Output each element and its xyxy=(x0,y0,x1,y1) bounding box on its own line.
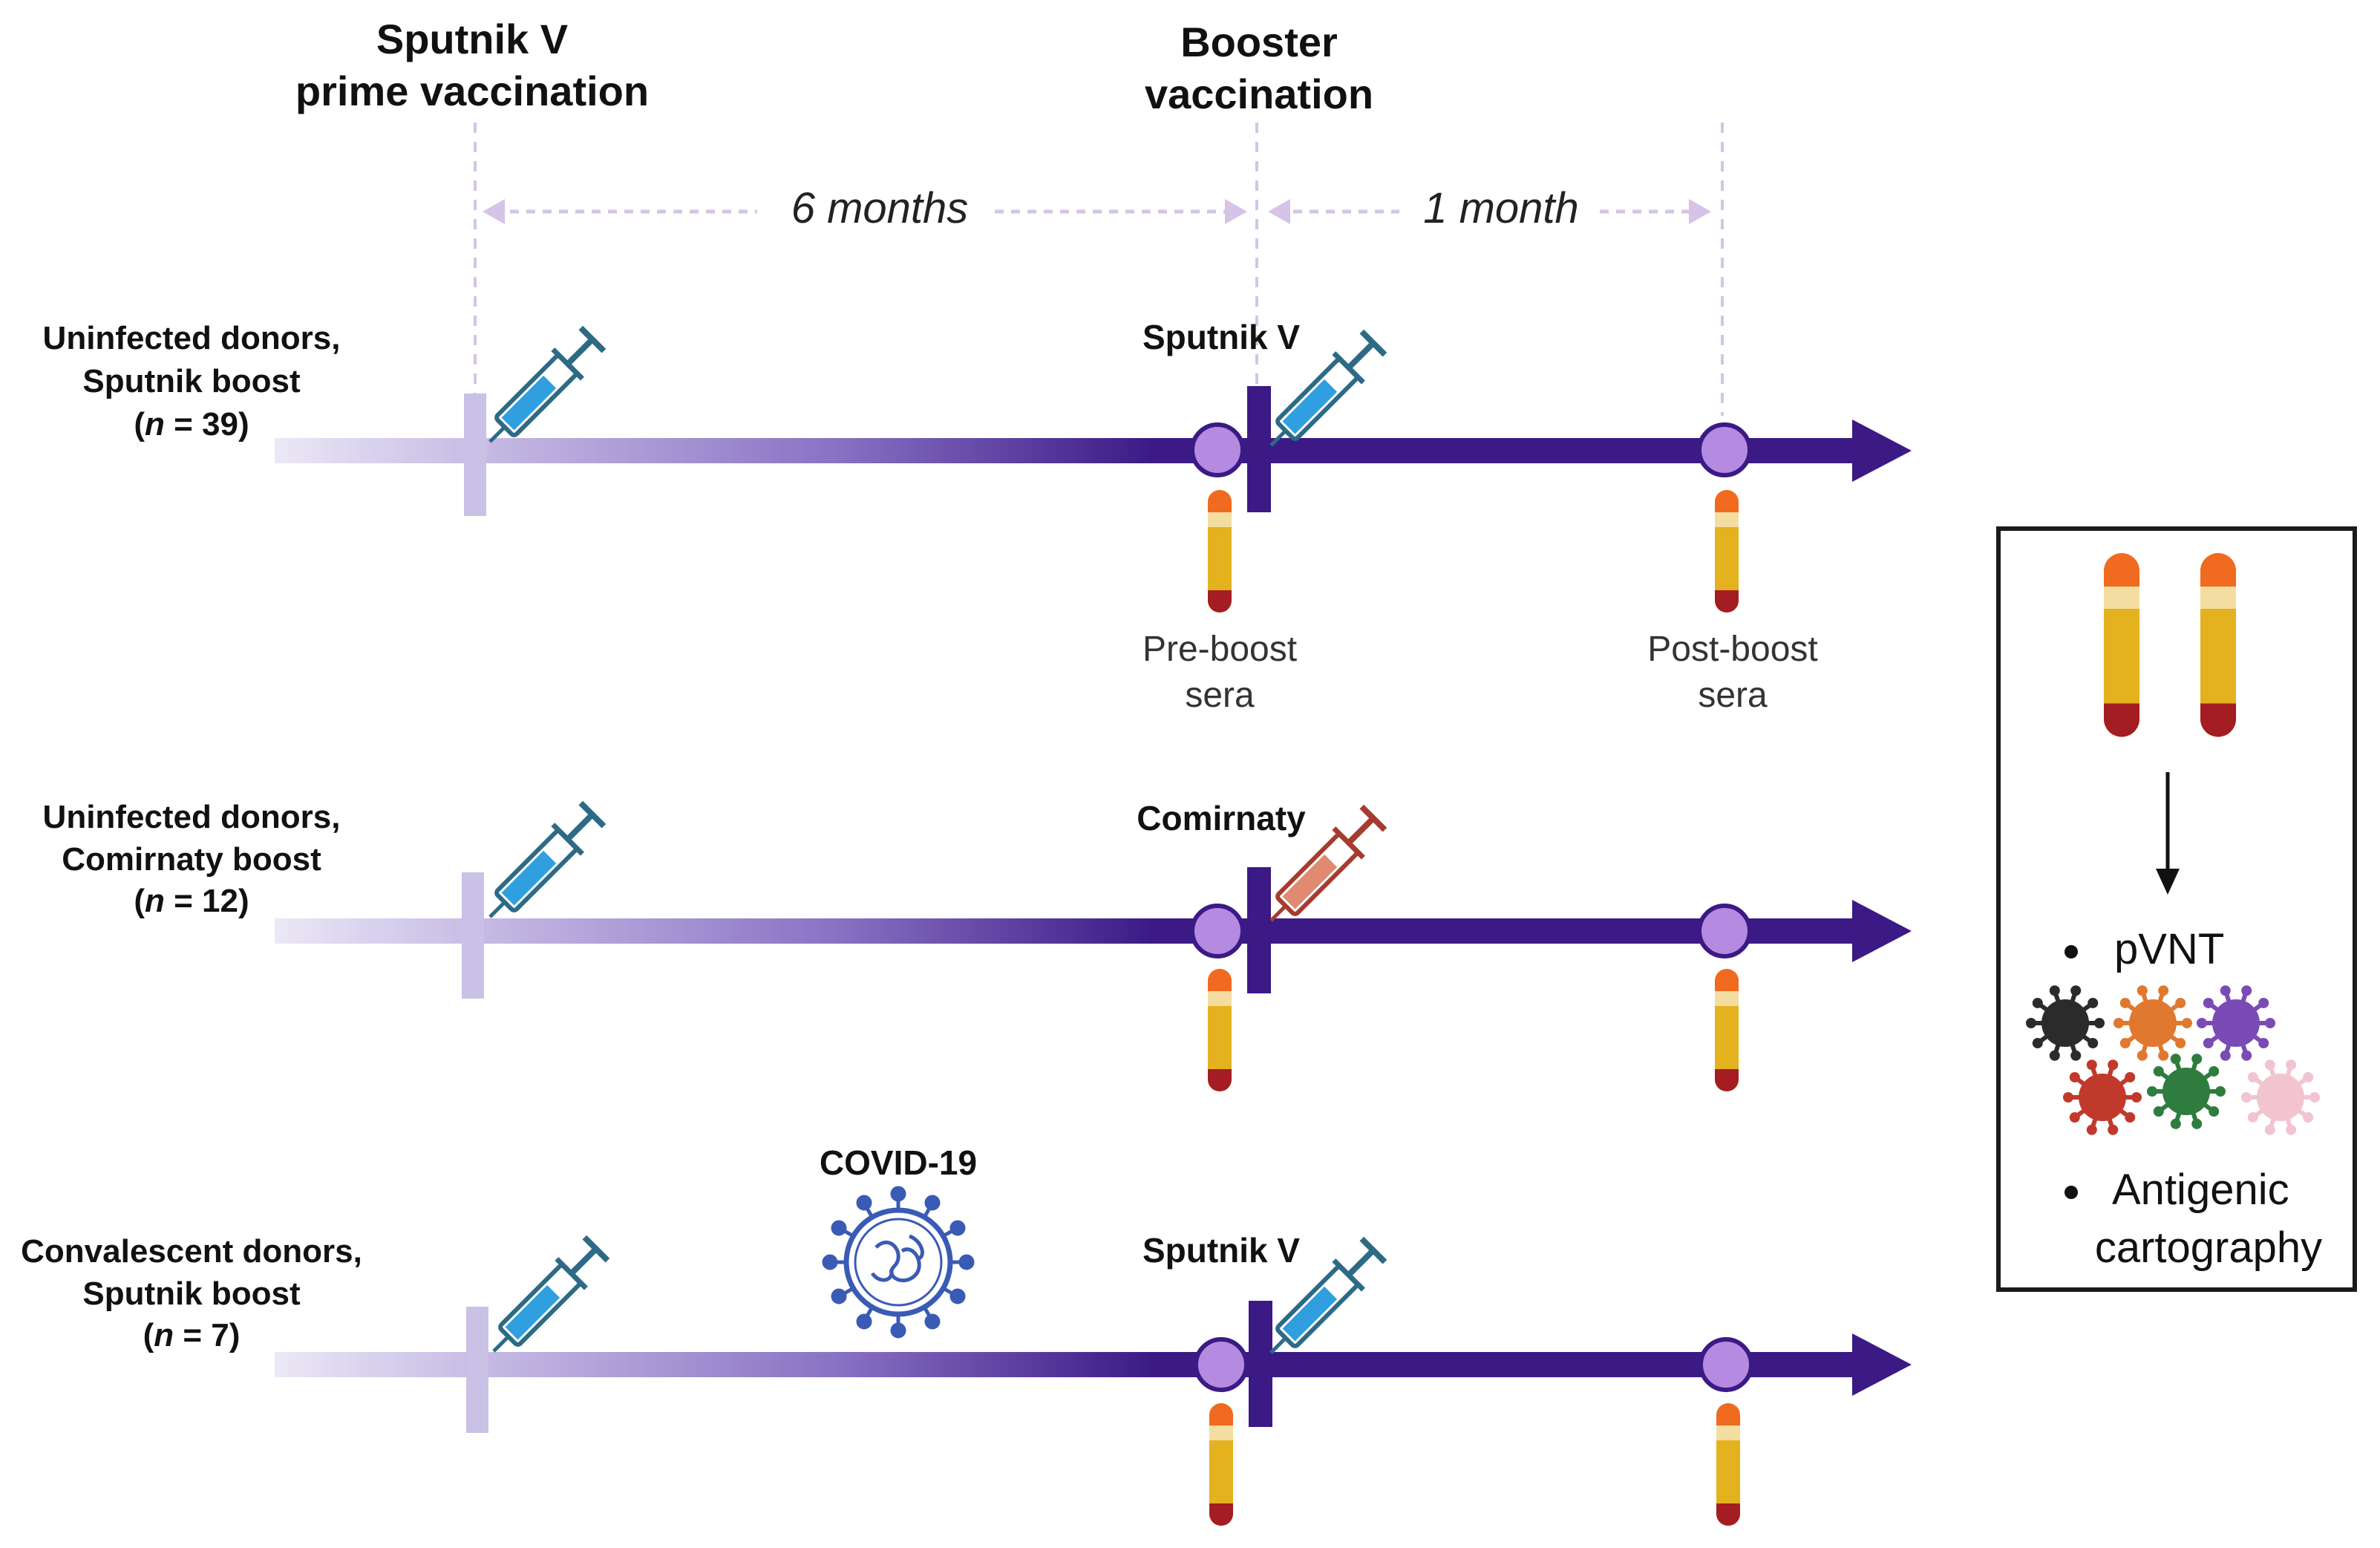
interval-6-label: 6 months xyxy=(791,184,969,232)
prime-vaccination-subtitle: prime vaccination xyxy=(295,68,649,114)
blood-tube-icon xyxy=(1716,1403,1740,1526)
post-boost-label-sera: sera xyxy=(1698,676,1768,715)
panel-frame xyxy=(1996,526,2357,1292)
prime-marker xyxy=(462,872,484,999)
interval-6-months: 6 months xyxy=(483,184,1247,232)
post-boost-sample-node xyxy=(1699,1337,1753,1392)
timeline-arrowhead xyxy=(1852,1333,1912,1396)
cohort-3-line2: Sputnik boost xyxy=(82,1276,301,1312)
booster-vaccination-title: Booster xyxy=(1180,19,1338,65)
blood-tube-icon xyxy=(1209,1403,1233,1526)
timeline-bar xyxy=(275,918,1871,944)
interval-1-month: 1 month xyxy=(1268,184,1711,232)
virus-variant-icons xyxy=(2026,985,2320,1135)
booster-marker xyxy=(1249,1301,1272,1427)
syringe-icon xyxy=(488,800,607,918)
timeline-bar xyxy=(275,1352,1871,1377)
cohort-row-3: Convalescent donors, Sputnik boost (n = … xyxy=(21,1143,1912,1526)
virus-variant-icon xyxy=(2026,985,2105,1061)
cohort-1-line2: Sputnik boost xyxy=(82,363,301,399)
blood-tube-icon xyxy=(1208,969,1232,1091)
comirnaty-syringe-icon xyxy=(1269,804,1387,922)
prime-marker xyxy=(466,1307,488,1433)
booster-vaccination-subtitle: vaccination xyxy=(1145,71,1373,117)
cohort-3-n: (n = 7) xyxy=(143,1317,241,1353)
pre-boost-sample-node xyxy=(1190,904,1245,958)
pvnt-label: pVNT xyxy=(2114,925,2224,973)
cohort-1-line1: Uninfected donors, xyxy=(43,320,341,356)
blood-tube-icon xyxy=(1715,490,1739,613)
pre-boost-label: Pre-boost xyxy=(1142,630,1297,669)
booster-marker xyxy=(1247,386,1271,512)
cohort-1-n: (n = 39) xyxy=(134,406,249,442)
post-boost-sample-node xyxy=(1697,904,1752,958)
syringe-icon xyxy=(492,1235,610,1353)
cohort-2-line1: Uninfected donors, xyxy=(43,799,341,835)
prime-marker xyxy=(464,393,486,516)
booster-syringe-icon xyxy=(1269,1236,1387,1354)
virus-variant-icon xyxy=(2241,1059,2320,1135)
booster-label: Comirnaty xyxy=(1137,799,1306,837)
blood-tube-icon xyxy=(1715,969,1739,1091)
blood-tube-icon xyxy=(2200,553,2236,737)
post-boost-label: Post-boost xyxy=(1647,630,1817,669)
cohort-3-line1: Convalescent donors, xyxy=(21,1233,362,1270)
booster-label: Sputnik V xyxy=(1142,318,1300,356)
virus-variant-icon xyxy=(2063,1059,2142,1135)
header: Sputnik V prime vaccination Booster vacc… xyxy=(295,16,1373,117)
booster-marker xyxy=(1247,867,1271,993)
syringe-icon xyxy=(488,325,607,443)
cartography-label: cartography xyxy=(2095,1224,2322,1272)
cohort-2-n: (n = 12) xyxy=(134,883,249,919)
antigenic-label: Antigenic xyxy=(2112,1166,2289,1214)
timeline-bar xyxy=(275,438,1871,463)
covid-label: COVID-19 xyxy=(820,1143,977,1182)
cohort-2-line2: Comirnaty boost xyxy=(62,841,321,878)
timeline-arrowhead xyxy=(1852,419,1912,482)
booster-label: Sputnik V xyxy=(1142,1231,1300,1270)
blood-tube-icon xyxy=(2104,553,2139,737)
virus-variant-icon xyxy=(2113,985,2192,1061)
prime-vaccination-title: Sputnik V xyxy=(376,16,568,62)
analysis-panel: pVNT Antigenic cartography xyxy=(1996,526,2357,1292)
pre-boost-sample-node xyxy=(1190,422,1245,477)
pre-boost-sample-node xyxy=(1194,1337,1249,1392)
down-arrow-icon xyxy=(2156,772,2180,895)
cohort-row-2: Uninfected donors, Comirnaty boost (n = … xyxy=(43,799,1912,1091)
guide-lines xyxy=(474,123,1724,416)
post-boost-sample-node xyxy=(1697,422,1752,477)
bullet-icon xyxy=(2064,1186,2078,1199)
coronavirus-icon xyxy=(822,1186,975,1339)
cohort-row-1: Uninfected donors, Sputnik boost (n = 39… xyxy=(43,318,1912,715)
interval-1-label: 1 month xyxy=(1423,184,1579,232)
timeline-arrowhead xyxy=(1852,900,1912,962)
bullet-icon xyxy=(2064,945,2078,958)
virus-variant-icon xyxy=(2147,1054,2226,1129)
pre-boost-label-sera: sera xyxy=(1185,676,1255,715)
blood-tube-icon xyxy=(1208,490,1232,613)
virus-variant-icon xyxy=(2197,985,2275,1061)
booster-syringe-icon xyxy=(1269,329,1387,447)
